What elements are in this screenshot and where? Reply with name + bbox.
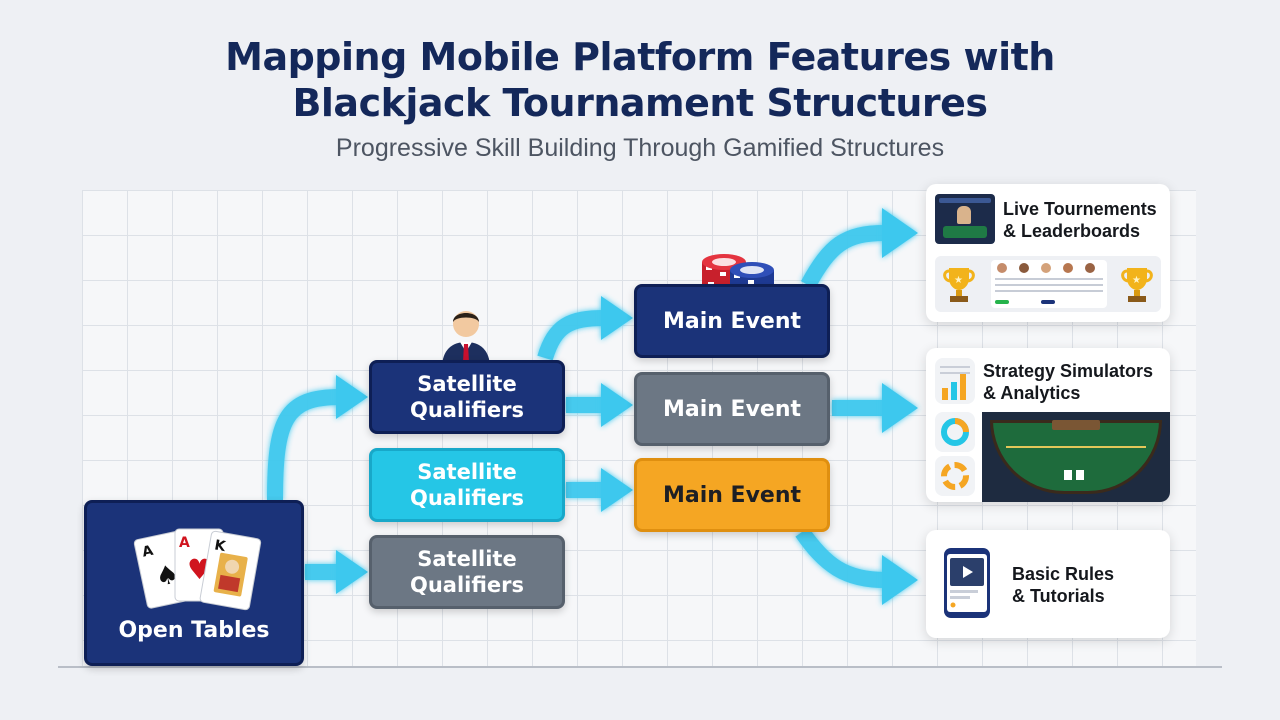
satellite-qualifiers-top-node[interactable]: Satellite Qualifiers	[369, 360, 565, 434]
satellite-bottom-line1: Satellite	[417, 547, 517, 571]
blackjack-table-preview	[982, 412, 1170, 502]
live-stream-thumbnail	[935, 194, 995, 244]
svg-text:★: ★	[1132, 275, 1141, 286]
donut-tile-cyan	[935, 412, 975, 452]
ace-label: A	[179, 535, 190, 551]
satellite-qualifiers-mid-node[interactable]: Satellite Qualifiers	[369, 448, 565, 522]
basic-title-line2: & Tutorials	[1012, 586, 1105, 606]
satellite-qualifiers-bottom-node[interactable]: Satellite Qualifiers	[369, 535, 565, 609]
arrow-me-top-to-live	[800, 225, 886, 289]
svg-text:A: A	[141, 543, 155, 561]
live-title-line2: & Leaderboards	[1003, 221, 1141, 241]
arrow-open-to-sat-top	[267, 389, 341, 501]
live-title-line1: Live Tournements	[1003, 199, 1157, 219]
basic-title-line1: Basic Rules	[1012, 564, 1115, 584]
leaderboard-table	[991, 260, 1107, 308]
leaderboard-panel: ★ ★	[935, 256, 1161, 312]
page-subtitle: Progressive Skill Building Through Gamif…	[335, 134, 945, 162]
donut-chart-icon	[941, 418, 969, 446]
satellite-mid-line2: Qualifiers	[409, 486, 525, 510]
trophy-icon: ★	[1121, 268, 1153, 302]
title-line-1: Mapping Mobile Platform Features with	[225, 35, 1055, 79]
main-event-orange-label: Main Event	[662, 482, 802, 508]
arrow-me-orange-to-basic	[795, 527, 886, 588]
satellite-mid-line1: Satellite	[417, 460, 517, 484]
donut-tile-orange	[935, 456, 975, 496]
main-event-top-label: Main Event	[662, 308, 802, 334]
strategy-simulators-card[interactable]: Strategy Simulators & Analytics	[926, 348, 1170, 502]
main-event-orange-node[interactable]: Main Event	[634, 458, 830, 532]
main-event-top-node[interactable]: Main Event	[634, 284, 830, 358]
svg-text:★: ★	[954, 275, 963, 286]
strategy-title-line2: & Analytics	[983, 383, 1081, 403]
open-tables-label: Open Tables	[118, 618, 270, 643]
strategy-title-line1: Strategy Simulators	[983, 361, 1154, 381]
live-tournaments-title: Live Tournements & Leaderboards	[1003, 198, 1157, 242]
satellite-top-line2: Qualifiers	[409, 398, 525, 422]
live-tournaments-card[interactable]: Live Tournements & Leaderboards ★	[926, 184, 1170, 322]
king-label: K	[213, 537, 228, 555]
strategy-title: Strategy Simulators & Analytics	[983, 360, 1153, 404]
satellite-top-line1: Satellite	[417, 372, 517, 396]
trophy-icon: ★	[943, 268, 975, 302]
baseline	[58, 666, 1222, 668]
main-event-mid-label: Main Event	[662, 396, 802, 422]
playing-cards-icon: A ♠ A ♥ K	[133, 528, 262, 611]
basic-rules-card[interactable]: Basic Rules & Tutorials	[926, 530, 1170, 638]
donut-chart-icon	[941, 462, 969, 490]
open-tables-node[interactable]: A ♠ A ♥ K Open Tables	[84, 500, 304, 666]
businessman-icon	[442, 311, 490, 368]
page-title: Mapping Mobile Platform Features with Bl…	[0, 34, 1280, 126]
title-line-2: Blackjack Tournament Structures	[292, 81, 988, 125]
bar-chart-icon	[940, 366, 970, 400]
satellite-bottom-line2: Qualifiers	[409, 573, 525, 597]
arrow-sat-top-to-me-top	[537, 310, 606, 361]
smartphone-icon	[944, 548, 990, 618]
main-event-mid-node[interactable]: Main Event	[634, 372, 830, 446]
analytics-tile	[935, 358, 975, 404]
basic-rules-title: Basic Rules & Tutorials	[1012, 563, 1114, 607]
